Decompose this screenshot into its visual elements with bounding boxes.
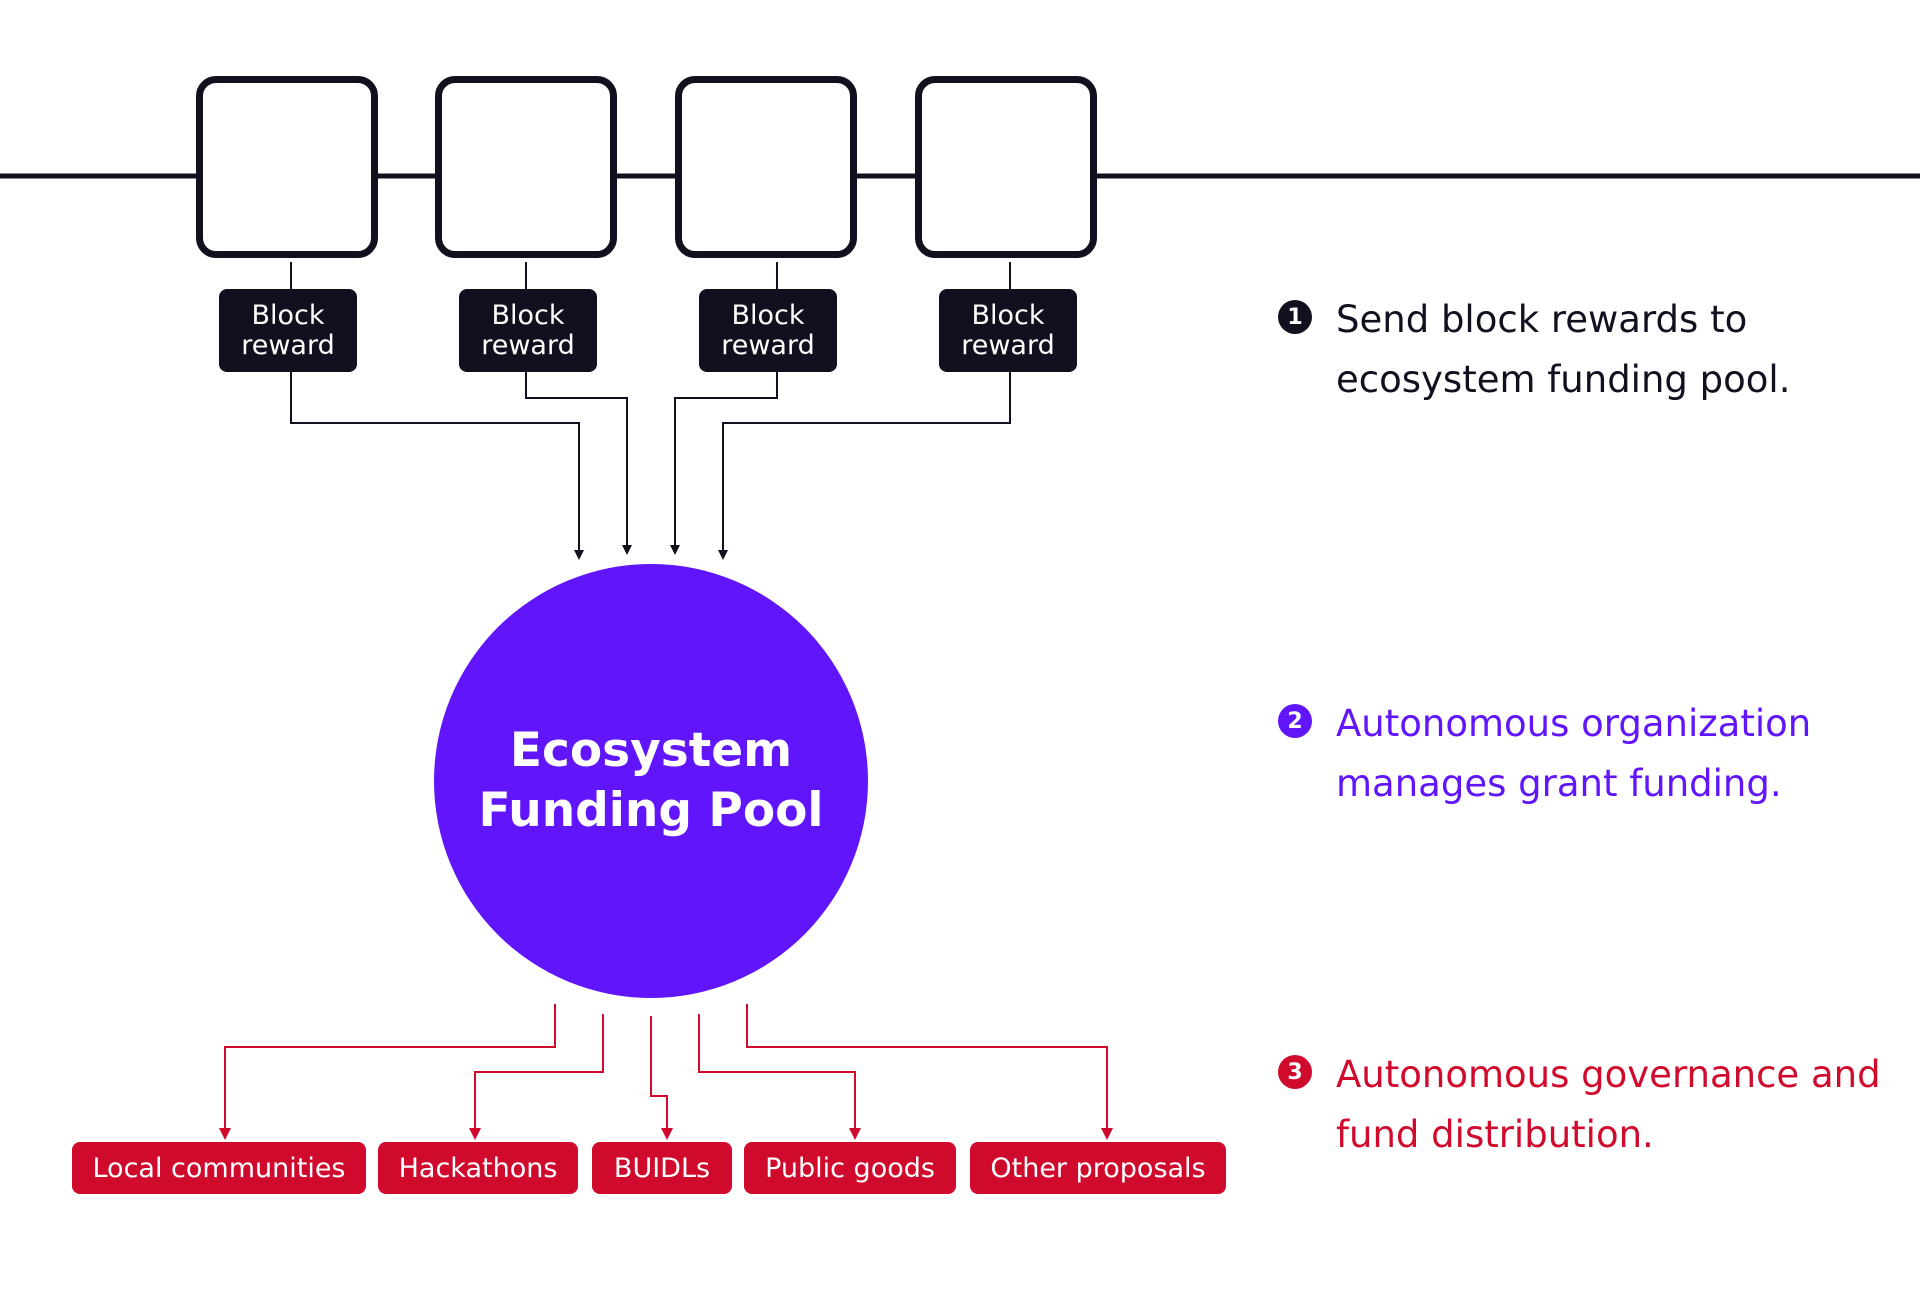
- destination-hackathons: Hackathons: [378, 1142, 578, 1194]
- step-1: 1 Send block rewards to ecosystem fundin…: [1278, 290, 1806, 410]
- destination-label: Public goods: [765, 1152, 935, 1184]
- step-text: Autonomous organization manages grant fu…: [1336, 702, 1812, 805]
- reward-arrow-4: [718, 372, 1011, 560]
- step-2: 2 Autonomous organization manages grant …: [1278, 694, 1916, 814]
- block-reward-line2: reward: [241, 329, 335, 361]
- ecosystem-funding-pool: Ecosystem Funding Pool: [434, 564, 868, 998]
- distribution-arrow-hackathons: [469, 1014, 604, 1140]
- block-reward-line2: reward: [961, 329, 1055, 361]
- step-number-badge: 3: [1278, 1055, 1312, 1089]
- reward-arrow-1: [290, 372, 584, 560]
- destination-local-communities: Local communities: [72, 1142, 366, 1194]
- pool-title-line1: Ecosystem: [509, 723, 793, 778]
- block-reward-line1: Block: [251, 299, 325, 331]
- distribution-arrow-local: [219, 1004, 556, 1140]
- reward-arrow-2: [525, 372, 632, 555]
- pool-title-line2: Funding Pool: [478, 783, 824, 838]
- destination-label: Local communities: [92, 1152, 346, 1184]
- block-4: [915, 76, 1097, 258]
- block-1: [196, 76, 378, 258]
- destination-label: Hackathons: [398, 1152, 558, 1184]
- destination-buidls: BUIDLs: [592, 1142, 732, 1194]
- distribution-arrow-buidls: [650, 1016, 673, 1140]
- block-reward-line2: reward: [721, 329, 815, 361]
- block-reward-line1: Block: [731, 299, 805, 331]
- distribution-arrow-other: [746, 1004, 1113, 1140]
- block-reward-line2: reward: [481, 329, 575, 361]
- step-text: Send block rewards to ecosystem funding …: [1336, 298, 1791, 401]
- block-reward-line1: Block: [971, 299, 1045, 331]
- distribution-arrow-public-goods: [698, 1014, 861, 1140]
- destination-label: Other proposals: [990, 1152, 1206, 1184]
- step-3: 3 Autonomous governance and fund distrib…: [1278, 1045, 1896, 1165]
- reward-arrow-3: [670, 372, 778, 555]
- step-number-badge: 2: [1278, 704, 1312, 738]
- destination-label: BUIDLs: [613, 1152, 711, 1184]
- block-3: [675, 76, 857, 258]
- step-text: Autonomous governance and fund distribut…: [1336, 1053, 1881, 1156]
- step-number-badge: 1: [1278, 300, 1312, 334]
- destination-other-proposals: Other proposals: [970, 1142, 1226, 1194]
- block-reward-line1: Block: [491, 299, 565, 331]
- destination-public-goods: Public goods: [744, 1142, 956, 1194]
- block-2: [435, 76, 617, 258]
